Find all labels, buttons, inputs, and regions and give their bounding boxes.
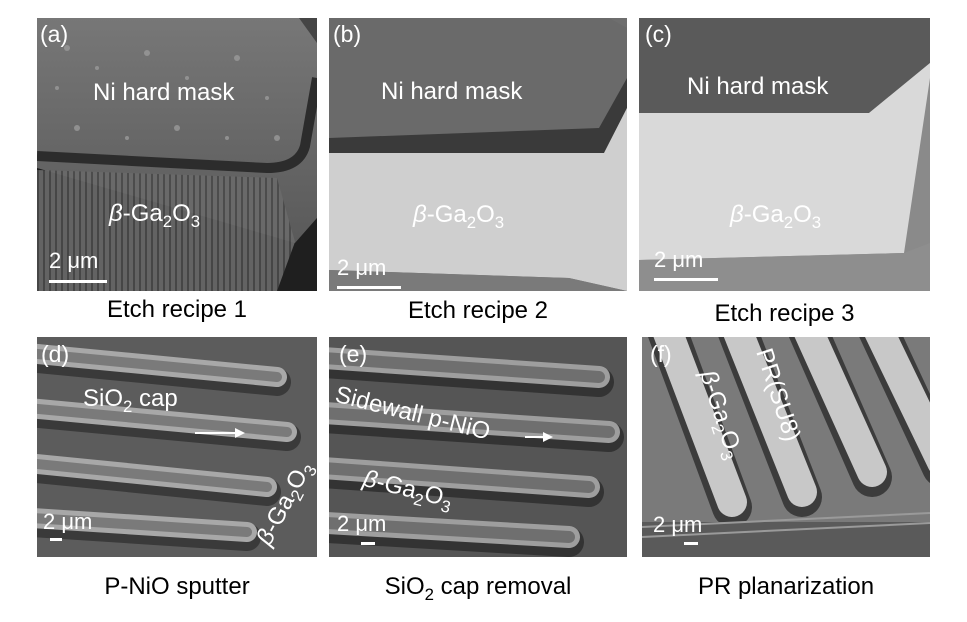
sio2-cap-label-d: SiO2 cap xyxy=(83,385,178,416)
scale-bar-label-e: 2 μm xyxy=(337,511,387,536)
scale-bar-a xyxy=(49,280,107,283)
panel-label-e: (e) xyxy=(339,341,368,367)
scale-bar-e xyxy=(361,542,375,545)
caption-f: PR planarization xyxy=(697,573,875,600)
caption-d: P-NiO sputter xyxy=(104,573,250,600)
sem-image-e: (e) Sidewall p-NiO β-Ga2O3 2 μm xyxy=(329,337,627,557)
sem-image-d: (d) SiO2 cap β-Ga2O3 2 μm xyxy=(37,337,317,557)
panel-label-a: (a) xyxy=(40,21,69,47)
sem-image-b-graphic xyxy=(329,18,627,291)
arrow-icon xyxy=(525,432,553,442)
scale-bar-label-d: 2 μm xyxy=(43,509,93,534)
sem-image-c-graphic xyxy=(639,18,930,291)
arrow-icon xyxy=(195,428,245,438)
ni-hard-mask-label-c: Ni hard mask xyxy=(687,73,829,100)
panel-label-f: (f) xyxy=(650,341,672,367)
scale-bar-label-c: 2 μm xyxy=(654,247,704,272)
ni-hard-mask-label-a: Ni hard mask xyxy=(93,79,235,106)
caption-b: Etch recipe 2 xyxy=(407,297,549,324)
panel-label-c: (c) xyxy=(645,21,672,47)
caption-a: Etch recipe 1 xyxy=(106,296,248,323)
ga2o3-label-c: β-Ga2O3 xyxy=(730,201,822,232)
sem-image-d-graphic xyxy=(37,337,317,557)
sem-image-f-graphic xyxy=(642,337,930,557)
panel-label-b: (b) xyxy=(333,21,362,47)
ga2o3-label-b: β-Ga2O3 xyxy=(413,201,505,232)
scale-bar-label-f: 2 μm xyxy=(653,512,703,537)
sem-image-b: (b) Ni hard mask β-Ga2O3 2 μm xyxy=(329,18,627,291)
panel-label-d: (d) xyxy=(41,341,70,367)
scale-bar-c xyxy=(654,278,718,281)
scale-bar-label-a: 2 μm xyxy=(49,248,99,273)
scale-bar-d xyxy=(50,538,62,541)
caption-e: SiO2 cap removal xyxy=(384,573,572,604)
sem-image-a-graphic xyxy=(37,18,317,291)
sem-image-c: (c) Ni hard mask β-Ga2O3 2 μm xyxy=(639,18,930,291)
scale-bar-f xyxy=(684,542,698,545)
scale-bar-label-b: 2 μm xyxy=(337,255,387,280)
ni-hard-mask-label-b: Ni hard mask xyxy=(381,78,523,105)
sem-image-a: (a) Ni hard mask β-Ga2O3 2 μm xyxy=(37,18,317,291)
scale-bar-b xyxy=(337,286,401,289)
sem-image-f: (f) PR(SU8) β-Ga2O3 2 μm xyxy=(642,337,930,557)
ga2o3-label-a: β-Ga2O3 xyxy=(109,200,201,231)
sem-image-e-graphic xyxy=(329,337,627,557)
caption-c: Etch recipe 3 xyxy=(714,300,855,327)
